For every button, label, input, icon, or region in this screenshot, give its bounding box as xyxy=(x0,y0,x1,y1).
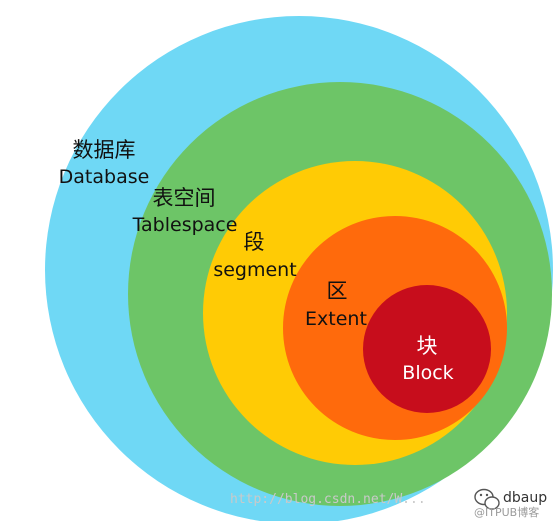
tablespace-label-en: Tablespace xyxy=(132,214,238,236)
brand-name: dbaup xyxy=(503,490,547,506)
watermark-url: http://blog.csdn.net/W... xyxy=(230,492,426,507)
extent-label-zh: 区 xyxy=(327,279,348,303)
segment-label-en: segment xyxy=(213,259,296,281)
database-label-en: Database xyxy=(59,166,150,188)
tablespace-label-zh: 表空间 xyxy=(153,186,216,210)
extent-label-en: Extent xyxy=(305,308,367,330)
block-label-zh: 块 xyxy=(417,334,438,358)
database-label-zh: 数据库 xyxy=(73,138,136,162)
block-label-en: Block xyxy=(402,362,453,384)
segment-label-zh: 段 xyxy=(244,230,265,254)
wechat-icon xyxy=(474,488,500,510)
block-circle xyxy=(363,285,491,413)
brand-sub: @ITPUB博客 xyxy=(474,505,539,519)
